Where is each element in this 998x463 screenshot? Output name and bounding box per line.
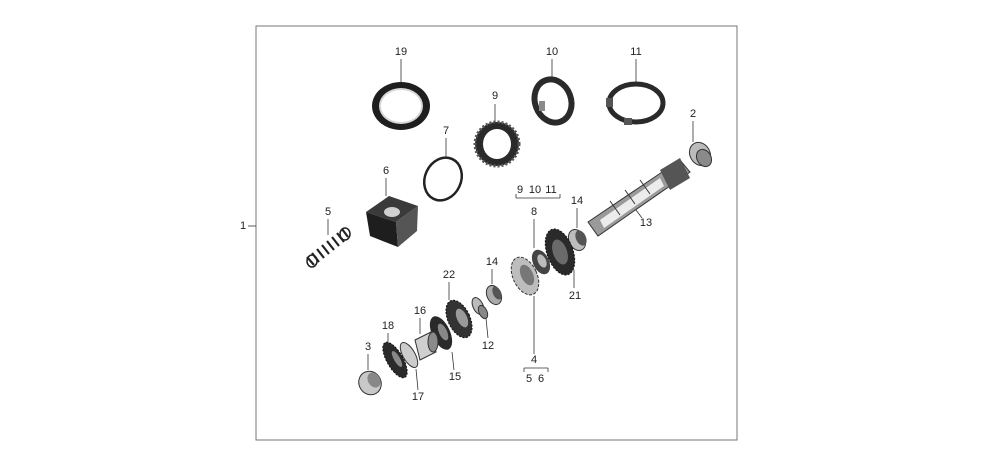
washer-part-12 [471, 297, 489, 320]
callout-11: 11 [630, 46, 641, 58]
callout-9-group: 9 [517, 184, 523, 196]
gear-part-22 [445, 299, 473, 339]
bearing-part-3 [358, 370, 382, 396]
o-ring-part-7 [422, 156, 464, 202]
block-part-6 [366, 196, 418, 247]
callout-18: 18 [382, 320, 394, 332]
callout-19: 19 [395, 46, 407, 58]
callout-2: 2 [690, 108, 696, 120]
callout-12: 12 [482, 340, 494, 352]
callout-1: 1 [240, 220, 246, 232]
callout-5-group: 5 [526, 373, 532, 385]
callout-10-group: 10 [529, 184, 541, 196]
callout-16: 16 [414, 305, 426, 317]
callout-9: 9 [492, 90, 498, 102]
callout-15: 15 [449, 371, 461, 383]
shaft-part-13 [587, 158, 691, 237]
sleeve-part-16 [414, 331, 439, 361]
callout-5: 5 [325, 206, 331, 218]
bearing-part-2 [688, 141, 713, 168]
callout-4: 4 [531, 354, 537, 366]
callout-13: 13 [640, 217, 652, 229]
callout-11-group: 11 [545, 184, 556, 196]
synchro-ring-part-9 [473, 120, 521, 168]
diagram-frame [255, 25, 738, 441]
callout-22: 22 [443, 269, 455, 281]
callout-6-group: 6 [538, 373, 544, 385]
callout-14-upper: 14 [571, 195, 583, 207]
sleeve-part-4 [510, 256, 540, 296]
callout-10: 10 [546, 46, 558, 58]
callout-8: 8 [531, 206, 537, 218]
ring-part-10 [531, 76, 575, 126]
callout-7: 7 [443, 125, 449, 137]
callout-17: 17 [412, 391, 424, 403]
seal-ring-part-19 [372, 82, 430, 130]
gear-part-18 [382, 341, 408, 379]
ring-part-8 [531, 249, 551, 275]
callout-3: 3 [365, 341, 371, 353]
gear-part-21 [544, 228, 576, 276]
ring-part-17 [399, 342, 419, 368]
callout-14-lower: 14 [486, 256, 498, 268]
gear-part-14-lower [485, 284, 503, 306]
callout-6: 6 [383, 165, 389, 177]
spring-part-5 [306, 227, 351, 268]
callout-21: 21 [569, 290, 581, 302]
gear-part-14-upper [567, 228, 587, 252]
ring-part-11 [606, 81, 666, 125]
